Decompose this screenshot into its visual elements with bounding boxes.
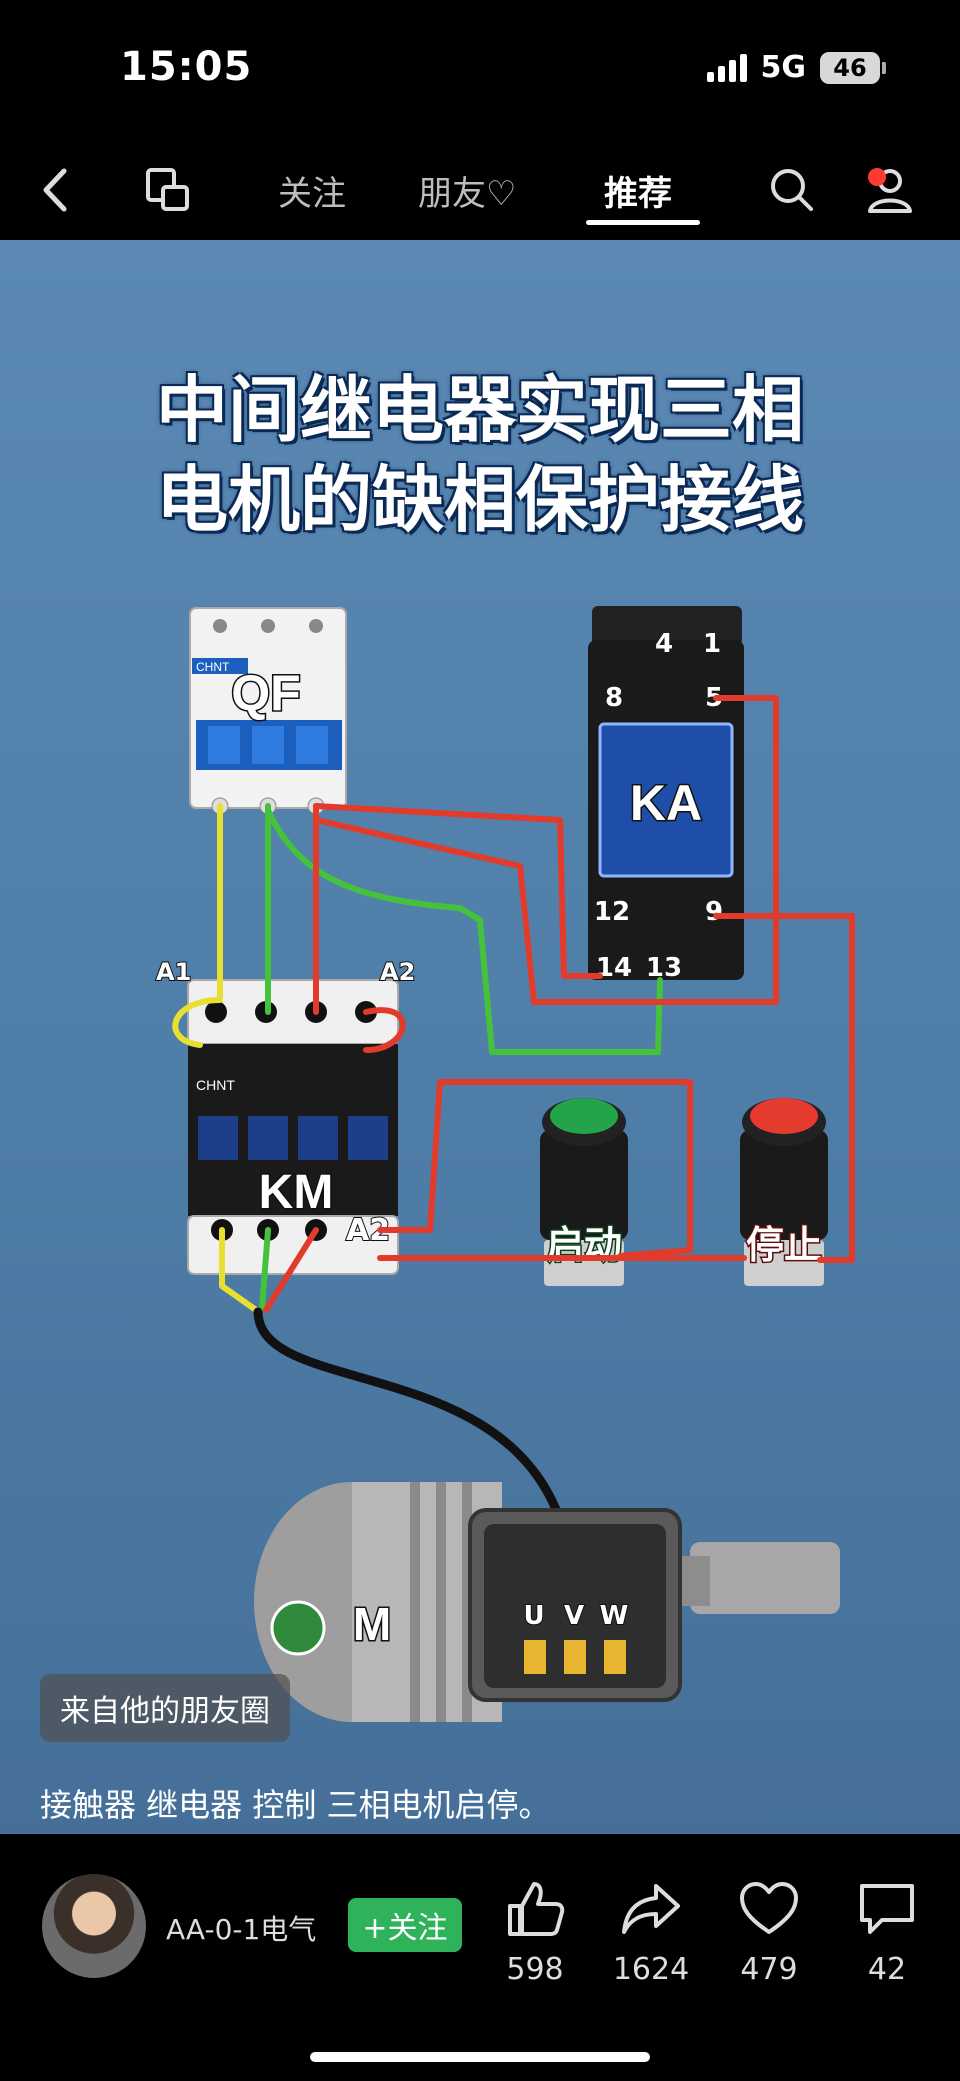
motor-label: M <box>353 1598 391 1650</box>
status-time: 15:05 <box>120 44 253 90</box>
tab-recommend[interactable]: 推荐 <box>604 174 672 214</box>
comment-count: 42 <box>867 1952 907 1987</box>
share-icon <box>622 1884 680 1934</box>
terminal-9: 9 <box>705 897 723 927</box>
terminal-13: 13 <box>646 953 682 983</box>
terminal-4: 4 <box>655 629 673 659</box>
km-brand: CHNT <box>196 1077 235 1093</box>
motor-v: V <box>564 1601 584 1631</box>
qf-brand: CHNT <box>196 660 230 674</box>
battery-level: 46 <box>833 53 867 82</box>
qf-label: QF <box>231 665 300 721</box>
top-nav: 关注 朋友♡ 推荐 <box>0 140 960 240</box>
tab-follow[interactable]: 关注 <box>278 174 346 214</box>
wiring-diagram: CHNT QF KA 4 1 8 5 12 9 14 13 CHNT <box>155 606 855 1722</box>
signal-icon <box>706 53 747 82</box>
share-action[interactable]: 1624 <box>596 1880 706 1987</box>
motor: M U V W <box>254 1482 840 1722</box>
tab-friends[interactable]: 朋友♡ <box>418 174 517 214</box>
profile-icon[interactable] <box>860 160 920 220</box>
comment-icon <box>860 1884 914 1934</box>
comment-action[interactable]: 42 <box>832 1880 942 1987</box>
source-badge[interactable]: 来自他的朋友圈 <box>40 1674 290 1742</box>
status-bar: 15:05 5G 46 <box>0 0 960 140</box>
motor-u: U <box>523 1601 544 1631</box>
km-a2-top-label: A2 <box>380 958 415 986</box>
stop-label: 停止 <box>746 1223 822 1267</box>
search-icon[interactable] <box>762 160 822 220</box>
motor-w: W <box>600 1601 629 1631</box>
like-action[interactable]: 598 <box>480 1880 590 1987</box>
follow-button[interactable]: +关注 <box>348 1898 462 1952</box>
ka-label: KA <box>630 775 702 831</box>
multi-window-icon[interactable] <box>138 160 198 220</box>
favorite-action[interactable]: 479 <box>714 1880 824 1987</box>
back-icon[interactable] <box>24 160 84 220</box>
title-line-1: 中间继电器实现三相 <box>155 368 804 452</box>
wires <box>172 695 855 1623</box>
favorite-count: 479 <box>740 1952 798 1987</box>
network-type: 5G <box>760 50 807 85</box>
contactor-km: CHNT KM A1 A2 A2 <box>155 957 416 1275</box>
km-a1-label: A1 <box>156 958 191 986</box>
share-count: 1624 <box>612 1952 690 1987</box>
video-title: 中间继电器实现三相 电机的缺相保护接线 <box>0 365 960 545</box>
like-count: 598 <box>506 1952 564 1987</box>
bottom-action-bar: AA-0-1电气 +关注 598 1624 479 42 <box>0 1834 960 2081</box>
battery-icon: 46 <box>820 51 886 84</box>
relay-ka: KA 4 1 8 5 12 9 14 13 <box>588 606 744 983</box>
km-label: KM <box>259 1166 334 1219</box>
thumbs-up-icon <box>508 1882 565 1936</box>
author-avatar[interactable] <box>42 1874 146 1978</box>
terminal-12: 12 <box>594 897 630 927</box>
author-name[interactable]: AA-0-1电气 <box>166 1913 317 1946</box>
active-tab-indicator <box>586 220 700 225</box>
breaker-qf: CHNT QF <box>189 607 347 815</box>
terminal-8: 8 <box>605 683 623 713</box>
video-content[interactable]: 中间继电器实现三相 电机的缺相保护接线 CHNT QF KA 4 1 8 5 1… <box>0 240 960 1834</box>
stop-button-device: 停止 <box>740 1098 828 1286</box>
terminal-1: 1 <box>703 629 721 659</box>
status-indicators: 5G 46 <box>706 50 886 85</box>
notification-dot <box>868 168 886 186</box>
video-caption: 接触器 继电器 控制 三相电机启停。 <box>40 1786 551 1824</box>
title-line-2: 电机的缺相保护接线 <box>155 458 804 542</box>
heart-icon <box>740 1882 798 1934</box>
home-indicator[interactable] <box>310 2052 650 2062</box>
